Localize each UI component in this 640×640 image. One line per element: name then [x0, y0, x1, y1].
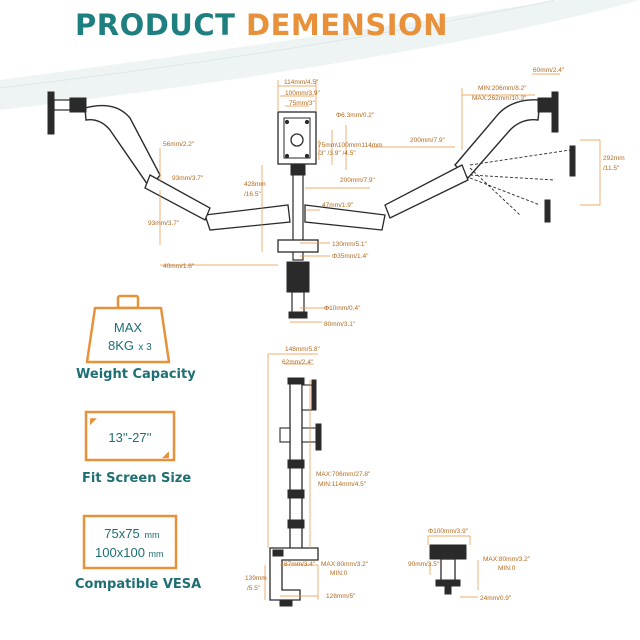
dim-vesa-side: 75mm\100mm\114mm	[318, 142, 383, 149]
vesa-plate	[277, 111, 317, 165]
screen-size-range: 13''-27''	[108, 430, 151, 445]
screen-corner-arrow-tl: ◤	[90, 417, 97, 427]
weight-capacity-label: Weight Capacity	[76, 367, 196, 382]
dim-130mm: 130mm/5.1"	[332, 241, 368, 248]
lower-arm-left	[204, 204, 291, 231]
weight-8kg-text: 8KG	[108, 338, 134, 353]
dim-60mm: 60mm/2.4"	[533, 67, 565, 74]
dim-min-206mm: MIN:206mm/8.2"	[478, 85, 527, 92]
lower-arm-right	[304, 204, 386, 231]
gas-arm-right	[454, 99, 541, 180]
vesa-75-unit: mm	[145, 530, 160, 540]
dim-80mm: 80mm/3.1"	[324, 321, 356, 328]
dim-93mm-upper: 93mm/3.7"	[172, 175, 204, 182]
dim-100mm-top: 100mm/3.9"	[285, 90, 321, 97]
vesa-75-text: 75x75	[104, 526, 139, 541]
dim-128mm: 128mm/5"	[326, 593, 356, 600]
dim-87mm: 87mm/3.4"	[284, 561, 316, 568]
gas-arm-left	[84, 104, 161, 190]
weight-icon: MAX 8KG x 3	[85, 294, 171, 364]
dim-phi-35mm: Φ35mm/1.4"	[332, 253, 369, 260]
clamp-detail	[429, 544, 467, 595]
dim-min-0: MIN:0	[330, 570, 348, 577]
page-title: PRODUCT DEMENSION	[75, 8, 448, 42]
dim-90mm: 90mm/3.5"	[408, 561, 440, 568]
title-part-product: PRODUCT	[75, 8, 236, 42]
weight-x3-text: x 3	[138, 342, 152, 353]
fit-screen-size-label: Fit Screen Size	[82, 471, 192, 486]
weight-max-text: MAX	[114, 320, 143, 335]
dim-56mm: 56mm/2.2"	[163, 141, 195, 148]
dim-min-114mm: MIN:114mm/4.5"	[318, 481, 367, 488]
dim-max-80mm: MAX:80mm/3.2"	[321, 561, 369, 568]
dim-200mm-right: 200mm/7.9"	[410, 137, 446, 144]
side-view-mount	[269, 377, 322, 607]
dim-292mm: 292mm	[603, 155, 625, 162]
triple-arm-mount	[47, 91, 576, 319]
dim-max-80mm-clamp: MAX:80mm/3.2"	[483, 556, 531, 563]
dim-114mm-top: 114mm/4.5"	[284, 79, 319, 86]
dim-93mm-lower: 93mm/3.7"	[148, 220, 180, 227]
dim-vesa-side-inch: /3" /3.9" /4.5"	[318, 150, 356, 157]
dim-139mm-inch: /5.5"	[247, 585, 261, 592]
dim-47mm: 47mm/1.9"	[322, 202, 354, 209]
dim-148mm: 148mm/5.8"	[285, 346, 321, 353]
dimension-lines	[159, 73, 601, 323]
dim-max-706mm: MAX:706mm/27.8"	[316, 471, 371, 478]
compatible-vesa-label: Compatible VESA	[75, 577, 202, 592]
desk-clamp	[286, 261, 310, 293]
dim-phi-6-3mm: Φ6.3mm/0.2"	[336, 112, 375, 119]
dim-24mm: 24mm/0.9"	[480, 595, 512, 602]
screen-corner-arrow-br: ◢	[162, 450, 169, 460]
dim-min-0-clamp: MIN:0	[498, 565, 516, 572]
screen-icon: ◤ ◢ 13''-27''	[84, 410, 176, 462]
vesa-100-unit: mm	[149, 549, 164, 559]
vesa-plate-icon: 75x75 mm 100x100 mm	[82, 514, 178, 570]
dim-40mm: 40mm/1.6"	[163, 263, 195, 270]
dim-200mm-arm: 200mm/7.9"	[340, 177, 376, 184]
dim-phi-10mm: Φ10mm/0.4"	[324, 305, 361, 312]
dim-max-262mm: MAX:262mm/10.3"	[472, 95, 527, 102]
dim-428mm-inch: /16.5"	[244, 191, 261, 198]
dim-292mm-inch: /11.5"	[603, 165, 620, 172]
dim-62mm: 62mm/2.4"	[282, 359, 314, 366]
dim-phi-100mm: Φ100mm/3.9"	[428, 528, 469, 535]
dim-428mm: 428mm	[244, 181, 266, 188]
vesa-100-text: 100x100	[95, 545, 145, 560]
dim-75mm-top: 75mm/3"	[289, 100, 315, 107]
dim-139mm: 139mm	[245, 575, 267, 582]
title-part-dimension: DEMENSION	[246, 8, 448, 42]
